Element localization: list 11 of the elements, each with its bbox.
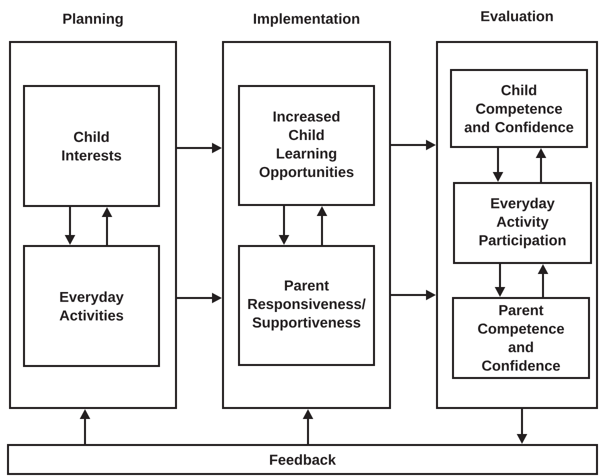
process-box: Child Competence and Confidence [450, 69, 588, 148]
process-box: Increased Child Learning Opportunities [238, 85, 375, 206]
process-box: Everyday Activity Participation [453, 182, 592, 264]
panel-heading: Evaluation [481, 10, 553, 22]
process-box: Everyday Activities [23, 245, 160, 367]
process-box: Parent Competence and Confidence [452, 297, 590, 379]
feedback-bar: Feedback [7, 444, 598, 475]
panel-heading: Planning [63, 13, 123, 27]
panel-heading: Implementation [254, 13, 360, 27]
process-box: Child Interests [23, 85, 160, 207]
process-box: Parent Responsiveness/ Supportiveness [238, 245, 375, 366]
